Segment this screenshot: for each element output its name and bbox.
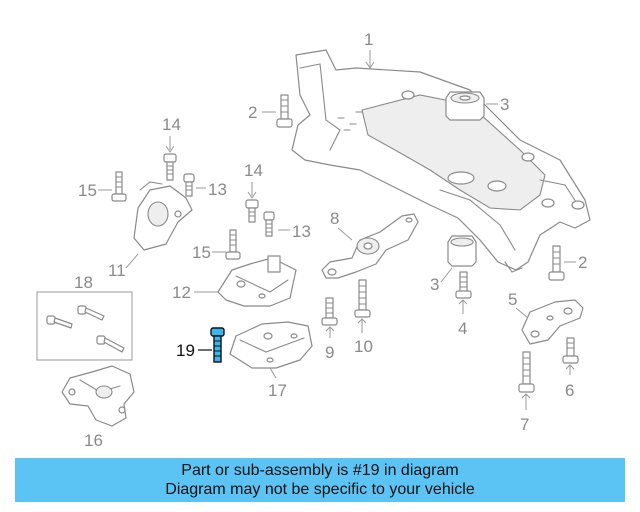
svg-text:2: 2 [578, 253, 587, 272]
svg-text:13: 13 [208, 180, 227, 199]
part-19-bolt-highlighted[interactable] [210, 327, 225, 363]
part-12-bracket[interactable] [217, 255, 297, 307]
part-1-subframe[interactable] [291, 49, 591, 273]
svg-text:3: 3 [430, 275, 439, 294]
callout-17: 17 [268, 367, 287, 400]
callout-8: 8 [330, 209, 353, 241]
svg-text:13: 13 [292, 222, 311, 241]
svg-text:2: 2 [248, 103, 257, 122]
callout-19: 19 [176, 341, 212, 360]
part-16-mount[interactable] [61, 365, 135, 427]
part-10-bolt[interactable] [354, 279, 371, 318]
part-2-bolt-a[interactable] [276, 94, 293, 128]
part-3-bushing-b[interactable] [447, 235, 477, 267]
callout-7: 7 [520, 393, 531, 434]
part-9-bolt[interactable] [321, 297, 338, 326]
part-11-mount[interactable] [133, 181, 193, 251]
part-15-bolt-b[interactable] [225, 229, 241, 260]
part-13-bolt-a[interactable] [183, 173, 195, 197]
svg-text:19: 19 [176, 341, 195, 360]
parts-diagram: 1 2 2 3 3 [36, 30, 591, 450]
callout-1: 1 [364, 30, 375, 69]
svg-text:8: 8 [330, 209, 339, 228]
callout-18: 18 [74, 273, 93, 292]
callout-2a: 2 [248, 103, 276, 122]
svg-text:6: 6 [565, 381, 574, 400]
svg-text:16: 16 [84, 431, 103, 450]
callout-12: 12 [172, 283, 218, 302]
part-3-bushing-a[interactable] [445, 91, 485, 121]
svg-text:4: 4 [458, 319, 467, 338]
callout-15b: 15 [192, 243, 226, 262]
callout-2b: 2 [564, 253, 587, 272]
callout-5: 5 [508, 290, 529, 319]
part-4-bolt[interactable] [455, 271, 472, 299]
svg-text:1: 1 [364, 30, 373, 49]
banner-line-1: Part or sub-assembly is #19 in diagram [181, 462, 459, 479]
svg-text:18: 18 [74, 273, 93, 292]
callout-3a: 3 [486, 95, 509, 114]
banner-line-2: Diagram may not be specific to your vehi… [165, 481, 475, 498]
svg-text:7: 7 [520, 415, 529, 434]
svg-text:14: 14 [244, 161, 263, 180]
callout-6: 6 [565, 364, 574, 400]
part-14-bolt-a[interactable] [163, 153, 177, 181]
part-15-bolt-a[interactable] [111, 171, 127, 202]
svg-text:15: 15 [192, 243, 211, 262]
info-banner: Part or sub-assembly is #19 in diagram D… [15, 458, 625, 502]
part-2-bolt-b[interactable] [548, 245, 565, 281]
callout-13a: 13 [196, 180, 227, 199]
callout-16: 16 [84, 431, 103, 450]
svg-text:14: 14 [162, 115, 181, 134]
callout-14b: 14 [244, 161, 263, 199]
callout-9: 9 [325, 326, 334, 362]
svg-text:3: 3 [500, 95, 509, 114]
svg-text:9: 9 [325, 343, 334, 362]
part-6-bolt[interactable] [562, 337, 579, 364]
svg-text:17: 17 [268, 381, 287, 400]
part-5-bracket[interactable] [521, 299, 584, 345]
callout-15a: 15 [78, 181, 112, 200]
part-17-plate[interactable] [229, 321, 313, 369]
svg-text:12: 12 [172, 283, 191, 302]
callout-3b: 3 [430, 267, 453, 294]
svg-text:10: 10 [354, 337, 373, 356]
part-14-bolt-b[interactable] [245, 199, 259, 223]
callout-4: 4 [458, 299, 467, 338]
part-8-torque-rod[interactable] [321, 213, 419, 279]
part-18-bolt-kit[interactable] [36, 291, 133, 361]
callout-14a: 14 [162, 115, 181, 153]
svg-text:15: 15 [78, 181, 97, 200]
part-7-bolt[interactable] [518, 351, 535, 393]
part-13-bolt-b[interactable] [263, 211, 275, 237]
svg-text:11: 11 [108, 261, 126, 280]
callout-11: 11 [108, 253, 139, 280]
callout-13b: 13 [278, 222, 311, 241]
svg-text:5: 5 [508, 290, 517, 309]
callout-10: 10 [354, 318, 373, 356]
